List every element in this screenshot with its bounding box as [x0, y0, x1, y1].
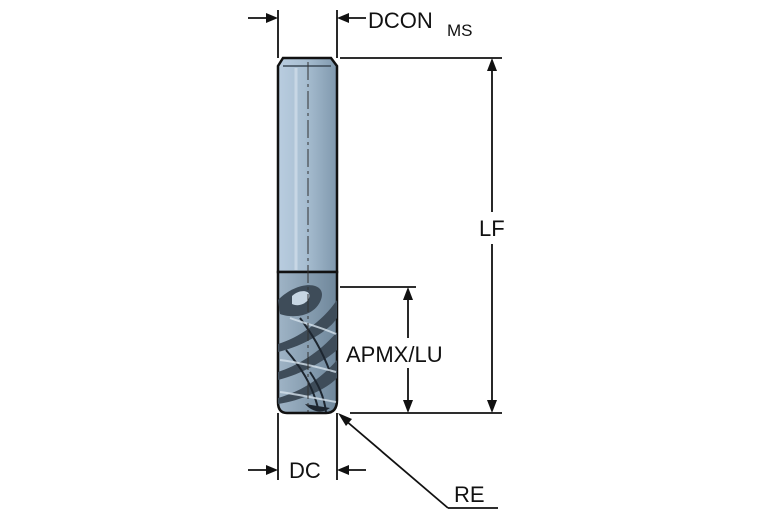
- dc-label: DC: [289, 458, 321, 483]
- dc-dimension: [248, 413, 366, 480]
- dcon-dimension: [248, 10, 366, 58]
- lf-label: LF: [479, 216, 505, 241]
- re-leader: [338, 413, 498, 509]
- dcon-subscript: MS: [447, 21, 473, 40]
- re-label: RE: [454, 482, 485, 507]
- tool-flutes: [276, 270, 339, 415]
- dcon-label: DCON: [368, 8, 433, 33]
- lf-dimension: [340, 57, 502, 414]
- apmx-lu-label: APMX/LU: [346, 342, 443, 367]
- apmx-dimension: [340, 286, 416, 413]
